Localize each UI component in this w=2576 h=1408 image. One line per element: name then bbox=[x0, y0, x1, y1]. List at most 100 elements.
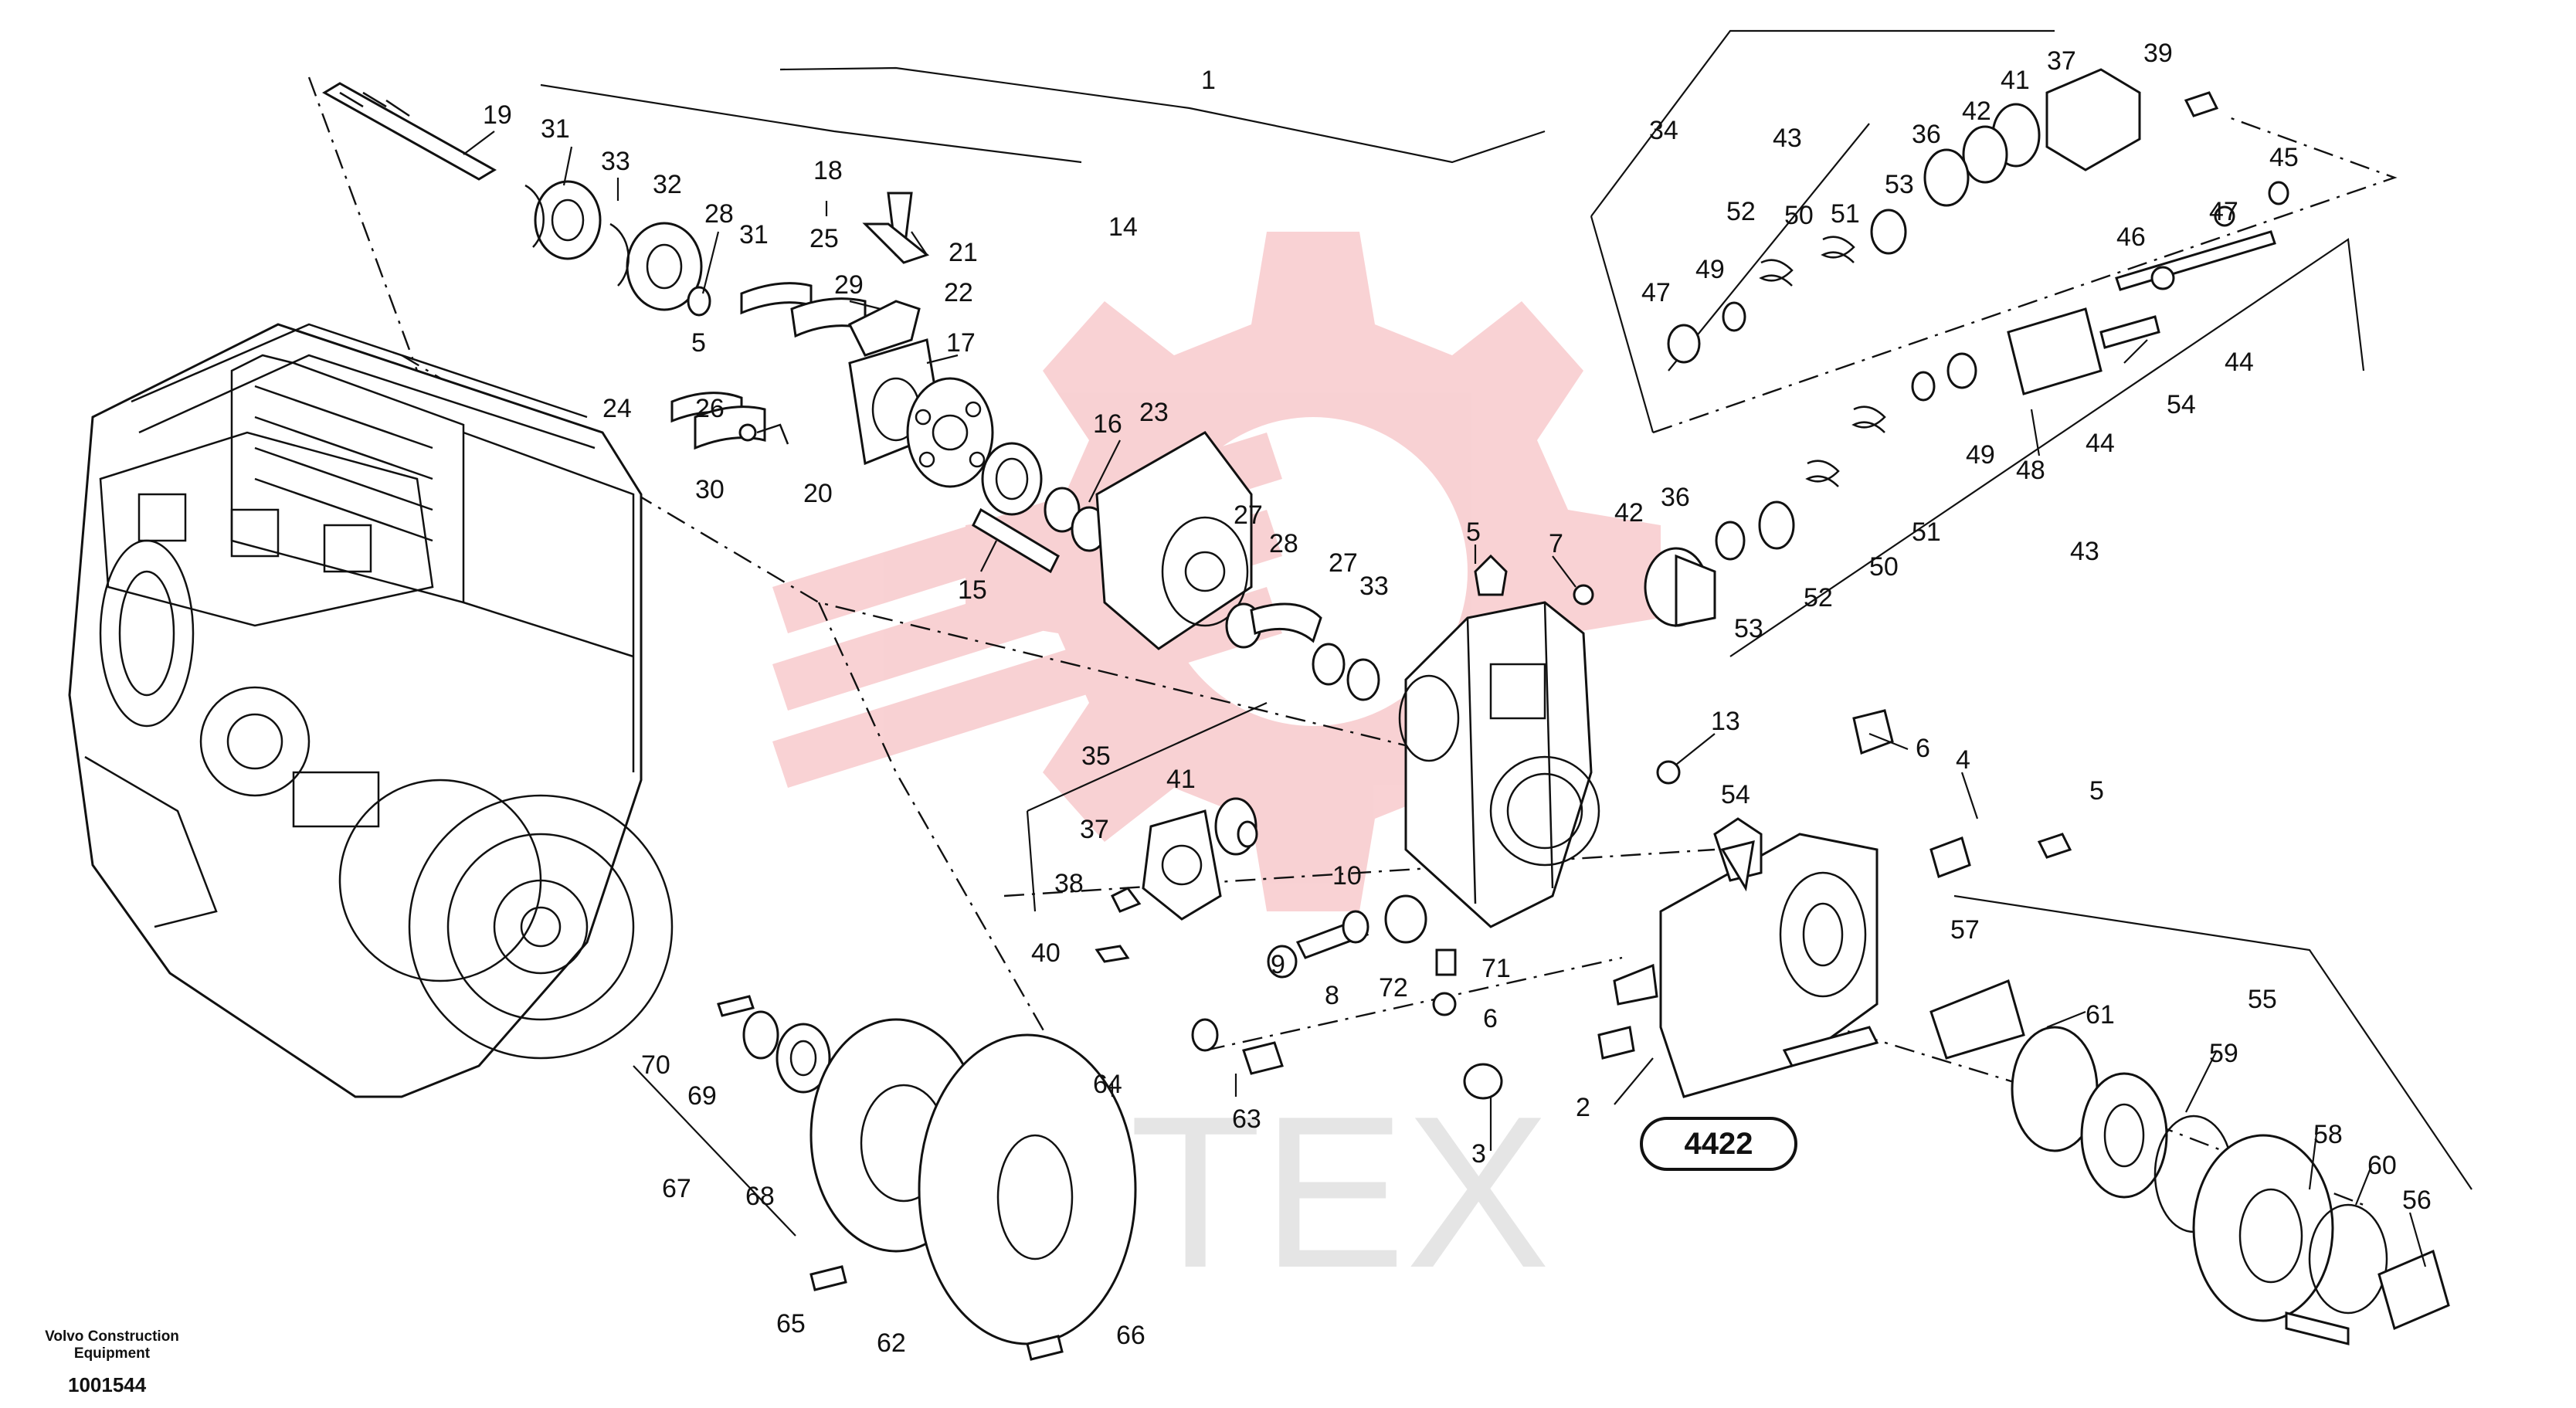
callout: 64 bbox=[1093, 1070, 1122, 1099]
callout: 35 bbox=[1081, 741, 1111, 771]
callout: 51 bbox=[1912, 517, 1941, 547]
engine-block bbox=[68, 323, 674, 1098]
callout: 5 bbox=[691, 328, 706, 358]
callout: 10 bbox=[1332, 861, 1362, 891]
callout: 31 bbox=[739, 220, 769, 249]
callout: 49 bbox=[1695, 255, 1725, 284]
callout: 3 bbox=[1471, 1139, 1486, 1169]
callout: 49 bbox=[1966, 440, 1995, 470]
callout: 5 bbox=[2089, 776, 2104, 806]
callout: 44 bbox=[2225, 348, 2254, 377]
callout: 42 bbox=[1962, 97, 1991, 126]
callout: 70 bbox=[641, 1050, 670, 1080]
callout: 45 bbox=[2269, 143, 2299, 172]
callout: 27 bbox=[1234, 500, 1263, 530]
callout: 41 bbox=[2001, 66, 2030, 95]
callout: 24 bbox=[602, 394, 632, 423]
callout: 28 bbox=[1269, 529, 1298, 558]
badge-label: 4422 bbox=[1685, 1127, 1753, 1161]
callout: 57 bbox=[1950, 915, 1980, 945]
leader-lines bbox=[463, 131, 2427, 1267]
regulator-group bbox=[1644, 68, 2289, 627]
callout: 55 bbox=[2248, 985, 2277, 1014]
callout: 48 bbox=[2016, 456, 2045, 485]
callout: 30 bbox=[695, 475, 725, 504]
callout: 34 bbox=[1649, 116, 1678, 145]
callout: 66 bbox=[1116, 1321, 1145, 1350]
callout: 6 bbox=[1916, 734, 1930, 763]
callout: 68 bbox=[745, 1182, 775, 1211]
callout: 54 bbox=[2167, 390, 2196, 419]
callout: 13 bbox=[1711, 707, 1740, 736]
callout: 4 bbox=[1956, 745, 1970, 775]
callout: 53 bbox=[1734, 614, 1763, 643]
callout: 2 bbox=[1576, 1093, 1590, 1122]
callout: 1 bbox=[1201, 66, 1216, 95]
cylinder-block-group bbox=[906, 377, 1380, 701]
callout: 31 bbox=[541, 114, 570, 144]
callout: 7 bbox=[1549, 529, 1563, 558]
callout: 47 bbox=[1641, 278, 1671, 307]
callout: 37 bbox=[2047, 46, 2076, 76]
callout: 27 bbox=[1329, 548, 1358, 578]
callout: 39 bbox=[2143, 39, 2173, 68]
callout: 6 bbox=[1483, 1004, 1498, 1033]
callout: 43 bbox=[2070, 537, 2099, 566]
callout: 26 bbox=[695, 394, 725, 423]
coupling-flange-group bbox=[717, 995, 1137, 1361]
callout: 58 bbox=[2313, 1120, 2343, 1149]
callout: 62 bbox=[877, 1328, 906, 1358]
callout: 41 bbox=[1166, 765, 1196, 794]
callout: 38 bbox=[1054, 869, 1084, 898]
callout: 71 bbox=[1481, 954, 1511, 983]
callout: 44 bbox=[2086, 429, 2115, 458]
callout: 23 bbox=[1139, 398, 1169, 427]
callout: 33 bbox=[601, 147, 630, 176]
callout: 28 bbox=[704, 199, 734, 229]
callout: 50 bbox=[1784, 201, 1814, 230]
callout: 36 bbox=[1661, 483, 1690, 512]
callout: 63 bbox=[1232, 1104, 1261, 1134]
callout: 15 bbox=[958, 575, 987, 605]
callout: 29 bbox=[834, 270, 864, 300]
callout: 33 bbox=[1359, 572, 1389, 601]
callout: 56 bbox=[2402, 1186, 2432, 1215]
callout: 9 bbox=[1271, 950, 1285, 979]
callout: 43 bbox=[1773, 124, 1802, 153]
callout: 72 bbox=[1379, 973, 1408, 1003]
callout: 21 bbox=[949, 238, 978, 267]
callout: 53 bbox=[1885, 170, 1914, 199]
auxiliary-pump-group bbox=[1597, 709, 2450, 1345]
control-valve-left-group bbox=[1095, 797, 1503, 1100]
company-name: Volvo Construction Equipment bbox=[45, 1328, 179, 1362]
callout: 19 bbox=[483, 100, 512, 130]
callout: 42 bbox=[1614, 498, 1644, 528]
callout: 37 bbox=[1080, 815, 1109, 844]
callout: 8 bbox=[1325, 981, 1339, 1010]
callout: 22 bbox=[944, 278, 973, 307]
callout: 5 bbox=[1466, 517, 1481, 547]
callout: 16 bbox=[1093, 409, 1122, 439]
pump-housing bbox=[1398, 554, 1681, 928]
callout: 67 bbox=[662, 1174, 691, 1203]
callout: 20 bbox=[803, 479, 833, 508]
drawing-number: 1001544 bbox=[68, 1373, 147, 1396]
callout: 69 bbox=[687, 1081, 717, 1111]
callout: 51 bbox=[1831, 199, 1860, 229]
callout: 52 bbox=[1804, 583, 1833, 612]
callout: 52 bbox=[1726, 197, 1756, 226]
callout: 14 bbox=[1108, 212, 1138, 242]
part-number-badge: 4422 bbox=[1640, 1117, 1797, 1171]
callout: 65 bbox=[776, 1309, 806, 1338]
callout: 32 bbox=[653, 170, 682, 199]
callout: 61 bbox=[2086, 1000, 2115, 1030]
drive-shaft-group bbox=[322, 82, 944, 466]
callout: 46 bbox=[2116, 222, 2146, 252]
callout: 40 bbox=[1031, 938, 1061, 968]
callout: 36 bbox=[1912, 120, 1941, 149]
callout: 60 bbox=[2367, 1151, 2397, 1180]
callout: 18 bbox=[813, 156, 843, 185]
callout: 17 bbox=[946, 328, 976, 358]
callout: 25 bbox=[809, 224, 839, 253]
